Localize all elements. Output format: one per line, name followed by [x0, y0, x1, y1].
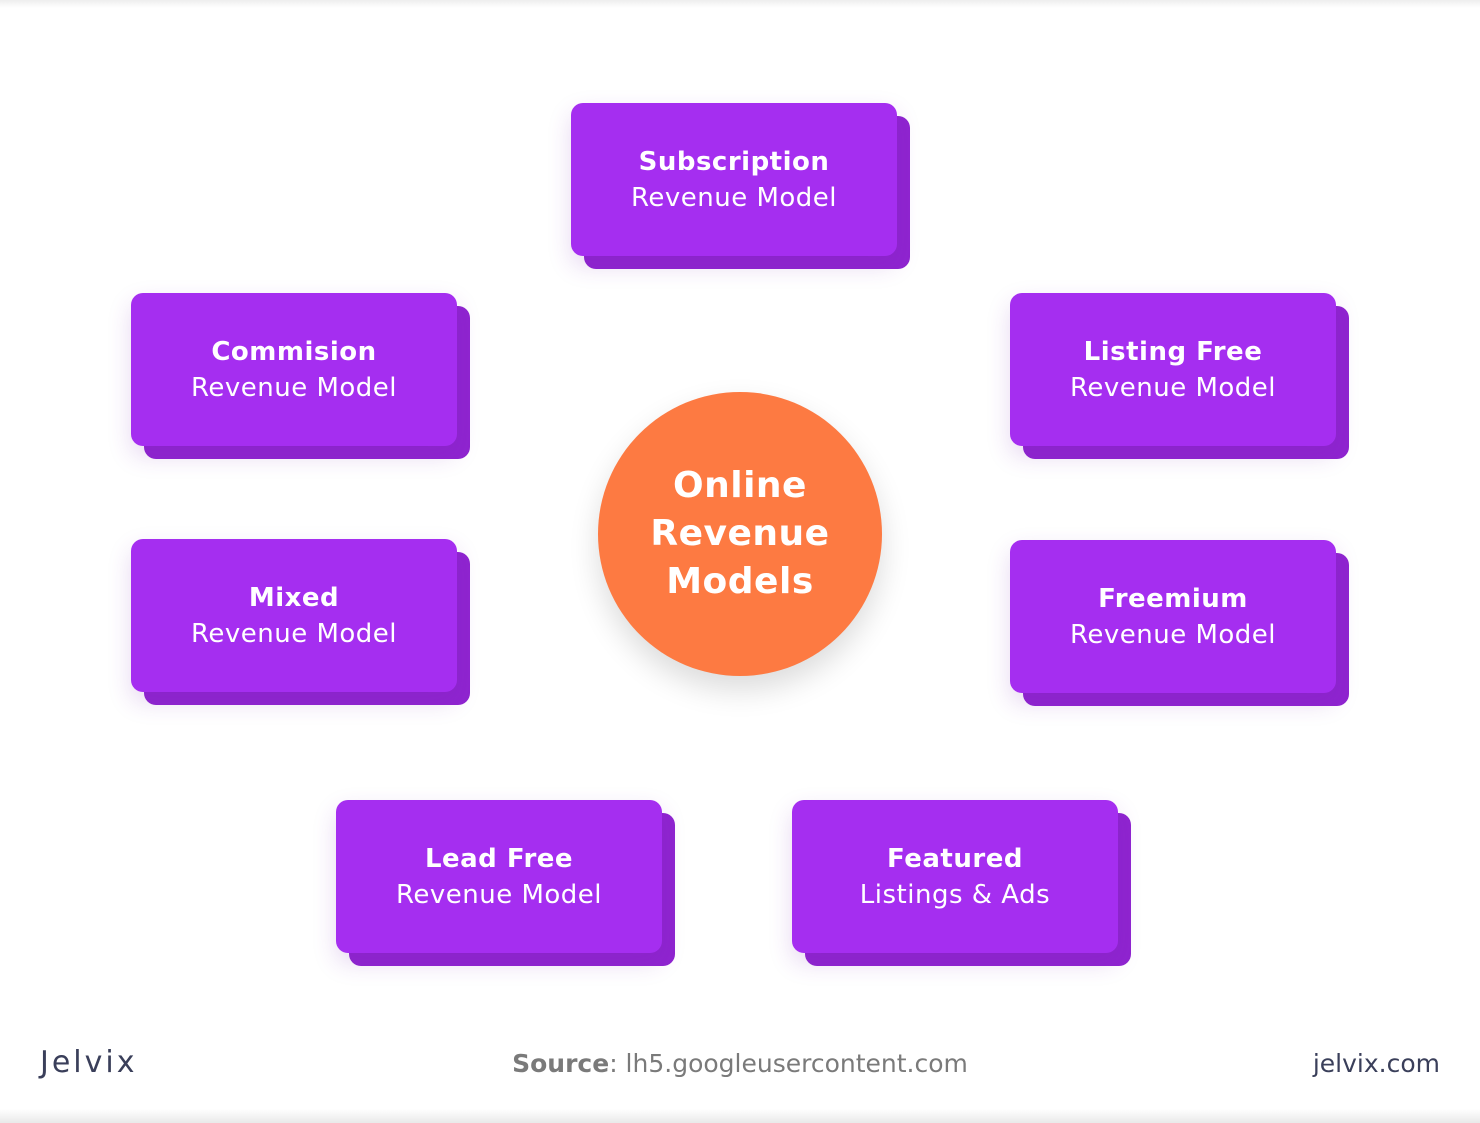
card-title: Featured [887, 843, 1023, 874]
card-subtitle: Revenue Model [190, 372, 398, 403]
card-subtitle: Revenue Model [395, 879, 603, 910]
card-title: Subscription [638, 146, 830, 177]
card-title: Listing Free [1083, 336, 1263, 367]
card-commision: Commision Revenue Model [131, 293, 470, 459]
site-url: jelvix.com [1312, 1049, 1440, 1078]
card-face: Listing Free Revenue Model [1010, 293, 1336, 446]
card-subscription: Subscription Revenue Model [571, 103, 910, 269]
card-subtitle: Revenue Model [190, 618, 398, 649]
card-mixed: Mixed Revenue Model [131, 539, 470, 705]
card-title: Mixed [248, 582, 340, 613]
card-featured: Featured Listings & Ads [792, 800, 1131, 966]
center-hub-circle: Online Revenue Models [598, 392, 882, 676]
source-caption: Source: lh5.googleusercontent.com [0, 1049, 1480, 1078]
hub-line-1: Online [673, 465, 807, 506]
hub-line-2: Revenue [650, 513, 830, 554]
card-face: Featured Listings & Ads [792, 800, 1118, 953]
card-face: Subscription Revenue Model [571, 103, 897, 256]
card-subtitle: Listings & Ads [859, 879, 1051, 910]
card-face: Mixed Revenue Model [131, 539, 457, 692]
card-freemium: Freemium Revenue Model [1010, 540, 1349, 706]
jelvix-logo: Jelvix [40, 1045, 138, 1080]
top-edge-shade [0, 0, 1480, 8]
source-label: Source [512, 1049, 610, 1078]
card-listing-free: Listing Free Revenue Model [1010, 293, 1349, 459]
bottom-edge-shade [0, 1109, 1480, 1123]
card-title: Lead Free [424, 843, 574, 874]
card-lead-free: Lead Free Revenue Model [336, 800, 675, 966]
card-subtitle: Revenue Model [630, 182, 838, 213]
source-value: : lh5.googleusercontent.com [609, 1049, 968, 1078]
card-title: Freemium [1098, 583, 1248, 614]
card-face: Commision Revenue Model [131, 293, 457, 446]
hub-line-3: Models [666, 561, 814, 602]
card-face: Freemium Revenue Model [1010, 540, 1336, 693]
card-title: Commision [211, 336, 377, 367]
card-subtitle: Revenue Model [1069, 372, 1277, 403]
card-subtitle: Revenue Model [1069, 619, 1277, 650]
card-face: Lead Free Revenue Model [336, 800, 662, 953]
